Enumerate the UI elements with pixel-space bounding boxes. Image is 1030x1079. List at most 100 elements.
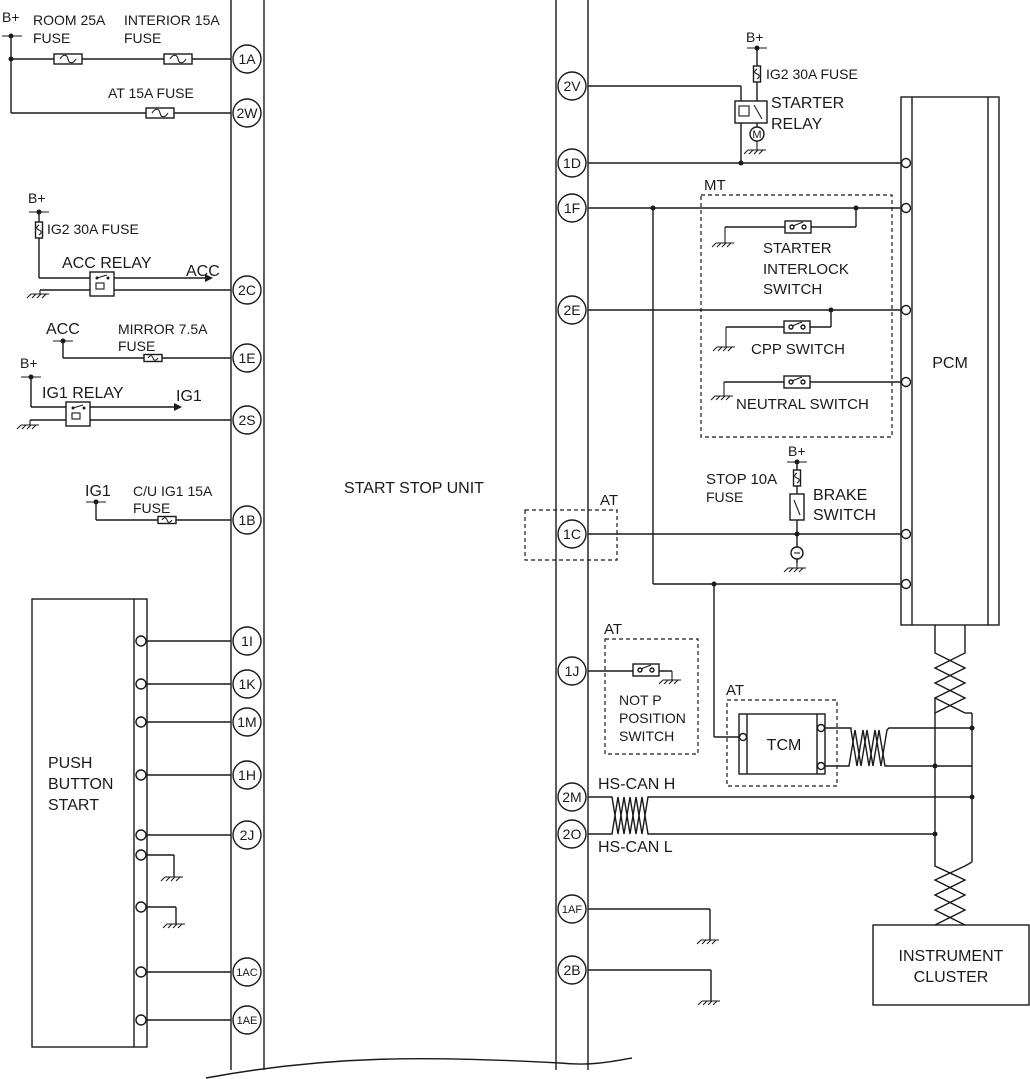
pin-2S: 2S — [238, 412, 255, 428]
cu-fuse-label-1: C/U IG1 15A — [133, 483, 213, 499]
pin-1F: 1F — [564, 200, 580, 216]
instrument-cluster-label-1: INSTRUMENT — [899, 948, 1004, 965]
pin-1D: 1D — [563, 155, 581, 171]
starter-relay — [734, 100, 768, 124]
ground-acc-relay — [26, 293, 50, 299]
mirror-fuse — [143, 353, 163, 363]
push-button-wiring — [135, 635, 231, 1026]
starter-interlock-switch — [784, 220, 812, 234]
pin-1B: 1B — [238, 512, 255, 528]
pcm-box: PCM — [900, 96, 1000, 626]
pin-2W: 2W — [237, 105, 259, 121]
interior-fuse-label-1: INTERIOR 15A — [124, 12, 220, 28]
mirror-fuse-label-2: FUSE — [118, 338, 155, 354]
ground-ig1-relay — [16, 424, 40, 430]
ground-notp — [658, 679, 682, 685]
not-p-switch-group: AT NOT P POSITION SWITCH — [588, 621, 699, 755]
pin-2V: 2V — [563, 78, 581, 94]
starter-relay-label-1: STARTER — [771, 95, 844, 112]
ig1-relay-label: IG1 RELAY — [42, 385, 124, 402]
left-connector-pins: 1A 2W 2C 1E 2S 1B 1I 1K 1M 1H 2J 1AC 1AE — [232, 44, 262, 1035]
bplus-label-brake: B+ — [788, 443, 806, 459]
interlock-label-3: SWITCH — [763, 281, 822, 298]
ground-push-1 — [160, 876, 184, 882]
brake-label-2: SWITCH — [813, 507, 876, 524]
at-label-notp: AT — [604, 621, 622, 638]
ig1-source-label: IG1 — [85, 483, 111, 500]
acc-output-label: ACC — [186, 263, 220, 280]
can-l-label: HS-CAN L — [598, 839, 673, 856]
interlock-label-1: STARTER — [763, 240, 832, 257]
pin-1AF: 1AF — [562, 904, 582, 916]
mt-switch-group: MT STARTER INTERLOCK SWITCH CPP SWITCH N… — [588, 177, 901, 585]
bplus-label-ig1: B+ — [20, 355, 38, 371]
ig2-fuse-right — [752, 65, 762, 83]
tcm-label: TCM — [767, 737, 802, 754]
ground-starter — [743, 149, 767, 155]
interlock-label-2: INTERLOCK — [763, 261, 849, 278]
interior-fuse — [163, 53, 193, 65]
starter-relay-circuit: B+ IG2 30A FUSE M STARTER RELAY — [588, 29, 901, 166]
starter-relay-label-2: RELAY — [771, 116, 823, 133]
notp-label-3: SWITCH — [619, 728, 674, 744]
pin-1AE: 1AE — [237, 1015, 258, 1027]
at-fuse-label: AT 15A FUSE — [108, 85, 194, 101]
ground-cpp — [712, 346, 736, 352]
pin-1H: 1H — [238, 767, 256, 783]
pin-1I: 1I — [241, 633, 253, 649]
can-h-label: HS-CAN H — [598, 776, 675, 793]
bplus-label-starter: B+ — [746, 29, 764, 45]
neutral-label: NEUTRAL SWITCH — [736, 396, 869, 413]
ground-1af — [696, 939, 720, 945]
pcm-label: PCM — [932, 355, 968, 372]
cpp-switch — [783, 320, 811, 334]
can-bus: HS-CAN H HS-CAN L — [588, 625, 975, 926]
pin-2O: 2O — [563, 826, 582, 842]
pin-1E: 1E — [238, 350, 255, 366]
ground-brake — [783, 567, 807, 573]
pin-2J: 2J — [240, 827, 255, 843]
pin-1M: 1M — [237, 714, 256, 730]
at-label-1c: AT — [600, 492, 618, 509]
cu-fuse-label-2: FUSE — [133, 500, 170, 516]
notp-label-1: NOT P — [619, 692, 662, 708]
bplus-label-acc: B+ — [28, 190, 46, 206]
ig1-output-label: IG1 — [176, 388, 202, 405]
stop-fuse — [792, 469, 802, 487]
mt-label: MT — [704, 177, 726, 194]
push-button-start-box: PUSH BUTTON START — [31, 598, 148, 1048]
ground-2b — [697, 1000, 721, 1006]
instrument-cluster-label-2: CLUSTER — [914, 969, 989, 986]
unit-grounds — [588, 908, 721, 1006]
room-fuse — [53, 53, 83, 65]
pin-2B: 2B — [563, 962, 580, 978]
start-stop-unit-label: START STOP UNIT — [344, 480, 484, 497]
neutral-switch — [783, 375, 811, 389]
stop-fuse-label-1: STOP 10A — [706, 471, 777, 488]
pin-2E: 2E — [563, 302, 580, 318]
tcm-group: AT TCM — [711, 581, 972, 787]
svg-text:M: M — [752, 129, 761, 141]
push-button-label-3: START — [48, 797, 99, 814]
bplus-label-top: B+ — [2, 9, 20, 25]
interior-fuse-label-2: FUSE — [124, 30, 161, 46]
pin-2C: 2C — [238, 282, 256, 298]
mirror-fuse-label-1: MIRROR 7.5A — [118, 321, 208, 337]
ground-push-2 — [162, 923, 186, 929]
brake-label-1: BRAKE — [813, 487, 867, 504]
left-power-circuits: B+ ROOM 25A FUSE INTERIOR 15A FUSE AT 15… — [2, 9, 231, 525]
pin-1J: 1J — [565, 663, 580, 679]
ig2-fuse-left — [34, 221, 44, 239]
ground-neutral — [710, 395, 734, 401]
ig2-fuse-label-right: IG2 30A FUSE — [766, 66, 858, 82]
acc-relay — [89, 271, 115, 297]
room-fuse-label-1: ROOM 25A — [33, 12, 106, 28]
ig2-fuse-label-left: IG2 30A FUSE — [47, 221, 139, 237]
not-p-position-switch — [632, 663, 660, 677]
pin-2M: 2M — [562, 789, 581, 805]
ig1-relay — [65, 401, 91, 427]
at-box-1c — [524, 509, 618, 561]
brake-switch-circuit: B+ STOP 10A FUSE BRAKE SWITCH AT — [524, 443, 901, 573]
pin-1AC: 1AC — [236, 967, 257, 979]
